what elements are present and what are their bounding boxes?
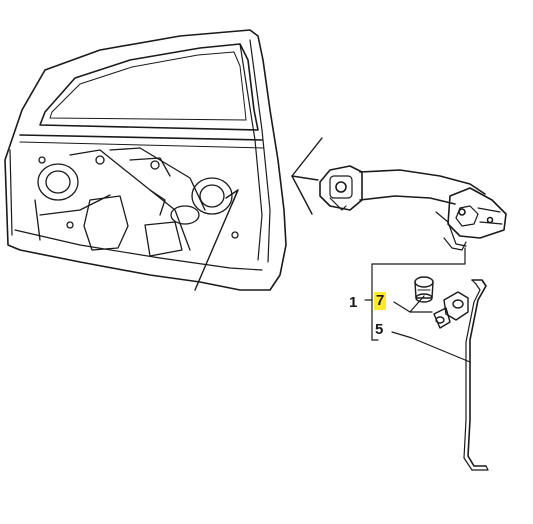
door-handle — [319, 165, 507, 251]
door-frame — [4, 29, 287, 291]
callout-label-1: 1 — [349, 294, 358, 311]
operating-rod-part-5 — [463, 279, 489, 471]
clip-part-7 — [414, 276, 469, 329]
callout-label-5: 5 — [375, 321, 384, 338]
callout-bracket — [364, 247, 471, 363]
callout-label-7-highlighted: 7 — [374, 292, 387, 310]
leader-door-to-handle — [194, 137, 323, 291]
door-inner-panel — [34, 147, 239, 257]
